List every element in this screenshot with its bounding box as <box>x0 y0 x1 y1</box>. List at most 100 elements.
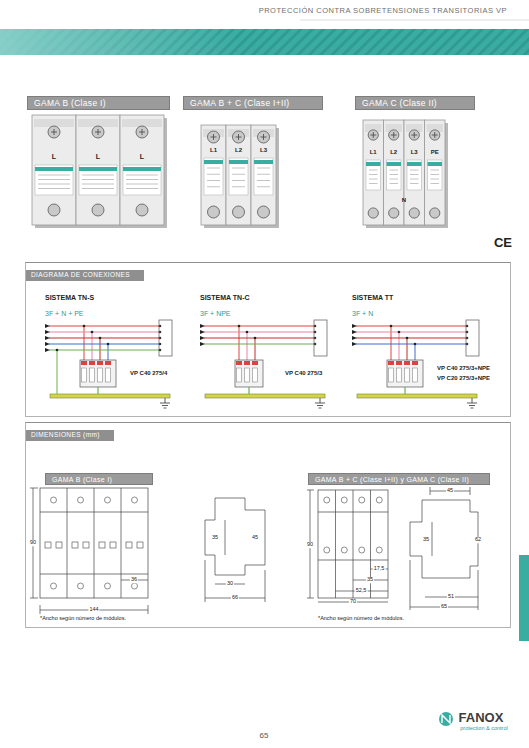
screw <box>78 497 84 503</box>
range-label: GAMA B + C (Clase I+II) y GAMA C (Clase … <box>308 473 490 485</box>
wire <box>356 331 467 332</box>
range-label: GAMA B + C (Clase I+II) <box>183 96 323 110</box>
protector-symbol <box>80 360 116 387</box>
dimension: 17,5 <box>373 566 386 572</box>
screw <box>430 130 440 140</box>
dimension: 144 <box>88 607 99 613</box>
screw <box>208 206 220 218</box>
screw <box>359 547 365 553</box>
terminal <box>200 330 205 334</box>
dimension: 70 <box>349 599 357 605</box>
terminal-name: L <box>140 153 144 160</box>
wire <box>49 343 160 344</box>
wire <box>49 331 160 332</box>
terminal-name: L2 <box>390 149 397 155</box>
logo-mark <box>439 712 453 726</box>
ce-mark: CE <box>494 236 512 249</box>
system-name: SISTEMA TT <box>352 294 393 301</box>
module <box>251 125 276 225</box>
terminal <box>45 348 50 352</box>
wire <box>49 337 160 338</box>
label-stripe <box>254 160 273 164</box>
wire <box>49 349 160 350</box>
screw-slot <box>432 132 438 138</box>
earth-bar <box>205 394 325 398</box>
module <box>425 120 446 225</box>
module <box>98 368 103 382</box>
earth-link <box>97 387 98 394</box>
screw <box>324 497 330 503</box>
panel-heading: DIMENSIONES (mm) <box>26 430 114 441</box>
system-wiring: 3F + NPE <box>200 310 231 317</box>
screw <box>132 583 138 589</box>
print-line <box>232 174 245 175</box>
tap <box>108 344 109 360</box>
screw <box>389 208 399 218</box>
print-line <box>431 174 440 175</box>
dimension: 65 <box>440 604 448 610</box>
side-tab <box>519 555 529 641</box>
load-box <box>159 320 172 356</box>
label-stripe <box>387 162 402 166</box>
module <box>405 368 410 382</box>
junction <box>91 331 94 334</box>
label-stripe <box>428 162 443 166</box>
label-plate <box>123 165 161 195</box>
tap <box>239 326 240 360</box>
label-plate <box>229 158 248 195</box>
model-code: VP C40 275/3+NPE <box>437 365 490 371</box>
screw <box>389 130 399 140</box>
print-line <box>38 179 70 180</box>
module <box>120 115 164 225</box>
label-stripe <box>79 167 117 171</box>
module <box>363 120 384 225</box>
print-line <box>410 174 419 175</box>
dimension: 45 <box>251 535 259 541</box>
screw <box>105 583 111 589</box>
earth-link <box>248 387 249 394</box>
screw <box>258 131 270 143</box>
label-plate <box>254 158 273 195</box>
screw <box>51 583 57 589</box>
print-line <box>207 186 220 187</box>
module-top <box>412 361 418 365</box>
screw <box>78 583 84 589</box>
module <box>245 368 250 382</box>
print-line <box>82 184 114 185</box>
screw <box>409 130 419 140</box>
terminal-name: L2 <box>235 147 242 153</box>
print-line <box>126 184 158 185</box>
screw <box>233 131 245 143</box>
dimension: 90 <box>29 540 37 546</box>
window <box>126 542 132 548</box>
junction <box>390 325 393 328</box>
print-line <box>82 179 114 180</box>
screw-slot <box>391 132 397 138</box>
range-name: GAMA C (Clase II) <box>362 99 437 108</box>
terminal <box>45 336 50 340</box>
label-stripe <box>229 160 248 164</box>
screw <box>136 204 148 216</box>
label-plate <box>35 165 73 195</box>
pe-link <box>57 350 58 394</box>
screw <box>368 208 378 218</box>
terminal-name: L <box>52 153 56 160</box>
screw <box>136 126 148 138</box>
print-line <box>126 188 158 189</box>
print-line <box>369 170 378 171</box>
print-line <box>257 186 270 187</box>
terminal-name: L <box>96 153 100 160</box>
print-line <box>38 188 70 189</box>
junction <box>83 325 86 328</box>
terminal <box>352 324 357 328</box>
screw-slot <box>236 134 242 140</box>
protector-symbol <box>235 360 263 387</box>
range-name: GAMA B (Clase I) <box>52 476 112 483</box>
header-band-fade <box>0 29 529 55</box>
tap <box>391 326 392 360</box>
rule <box>300 20 529 21</box>
terminal <box>45 324 50 328</box>
system-schematic <box>45 320 172 408</box>
print-line <box>207 180 220 181</box>
